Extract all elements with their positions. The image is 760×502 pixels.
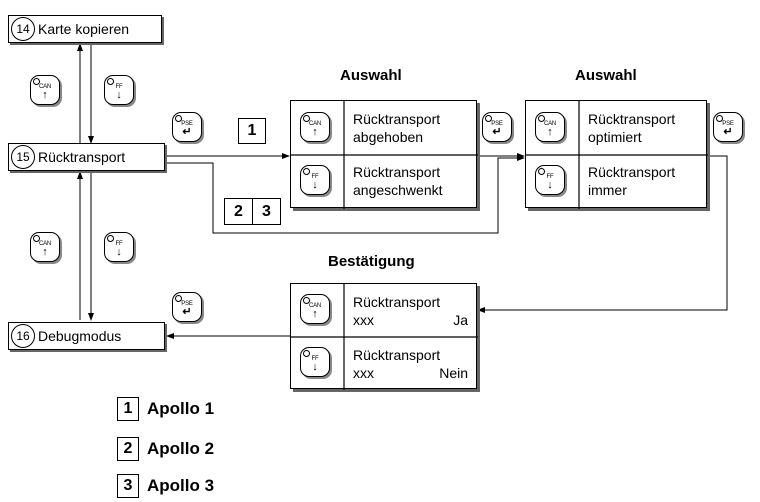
option-angeschwenkt: Rücktransport angeschwenkt [353,164,443,198]
legend-number: 2 [117,437,139,461]
menu-item-karte-kopieren: 14 Karte kopieren [8,15,162,43]
heading-auswahl-2: Auswahl [575,67,637,84]
legend-item-apollo-1: 1 Apollo 1 [117,397,214,421]
arrow-bypass-auswahl-1 [165,155,525,234]
legend-label: Apollo 1 [147,399,215,418]
apollo-1-tag: 1 [238,118,266,144]
menu-number: 14 [11,17,35,41]
ff-key-icon: FF↓ [300,347,330,377]
pse-key-icon: PSE↵ [713,112,743,142]
option-immer: Rücktransport immer [588,164,676,198]
ff-key-icon: FF↓ [300,165,330,195]
can-key-icon: CAN↑ [300,112,330,142]
box-dividers [291,284,478,390]
legend-number: 1 [117,397,139,421]
heading-auswahl-1: Auswahl [340,67,402,84]
auswahl-1-box: CAN↑ FF↓ Rücktransport abgehoben Rücktra… [290,100,478,209]
menu-item-debugmodus: 16 Debugmodus [8,322,165,350]
box-dividers [291,101,478,209]
menu-item-ruecktransport: 15 Rücktransport [8,143,165,171]
menu-label: Karte kopieren [38,21,130,37]
pse-key-icon: PSE↵ [482,112,512,142]
auswahl-2-box: CAN↑ FF↓ Rücktransport optimiert Rücktra… [525,100,708,209]
menu-number: 15 [11,145,35,169]
ff-key-icon: FF↓ [104,75,134,105]
ff-key-icon: FF↓ [104,232,134,262]
legend-number: 3 [117,474,139,498]
menu-number: 16 [11,324,35,348]
ff-key-icon: FF↓ [535,165,565,195]
box-dividers [526,101,708,209]
option-abgehoben: Rücktransport abgehoben [353,111,441,145]
option-optimiert: Rücktransport optimiert [588,111,676,145]
pse-key-icon: PSE↵ [172,292,202,322]
apollo-2-tag: 2 [234,202,243,220]
can-key-icon: CAN↑ [30,75,60,105]
legend-item-apollo-2: 2 Apollo 2 [117,437,214,461]
menu-label: Debugmodus [38,328,122,344]
menu-label: Rücktransport [38,149,126,165]
heading-bestaetigung: Bestätigung [328,253,415,270]
apollo-2-3-tag: 2 3 [224,198,281,225]
pse-key-icon: PSE↵ [172,112,202,142]
can-key-icon: CAN↑ [535,112,565,142]
arrow-to-bestaetigung [477,155,728,313]
legend-label: Apollo 3 [147,476,215,495]
can-key-icon: CAN↑ [30,232,60,262]
legend-label: Apollo 2 [147,439,215,458]
legend-item-apollo-3: 3 Apollo 3 [117,474,214,498]
apollo-3-tag: 3 [252,199,280,224]
can-key-icon: CAN↑ [300,294,330,324]
